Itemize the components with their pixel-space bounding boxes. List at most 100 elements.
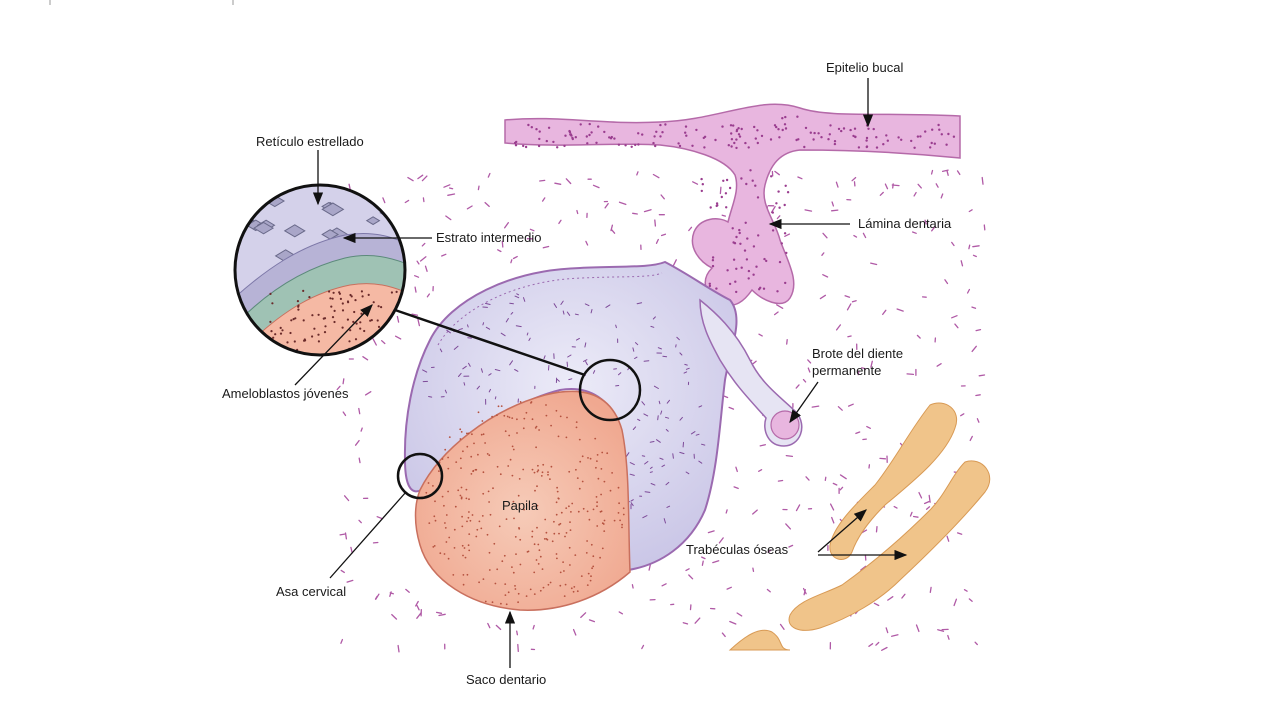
papilla-cell-dot [541, 568, 544, 570]
mesenchyme-dash [968, 244, 971, 250]
epithelium-dot [728, 186, 732, 190]
epithelium-dot [653, 135, 656, 138]
mesenchyme-dash [342, 378, 345, 385]
papilla-cell-dot [559, 415, 562, 418]
epithelium-dot [514, 144, 518, 147]
papilla-cell-dot [498, 525, 501, 528]
stellate-reticulum-mark [439, 348, 443, 353]
inset-cell-dot [296, 300, 299, 303]
label-saco-dentario: Saco dentario [466, 672, 546, 687]
papilla-cell-dot [576, 477, 579, 479]
papilla-cell-dot [506, 415, 509, 418]
papilla-cell-dot [536, 485, 538, 488]
epithelium-dot [664, 123, 667, 126]
mesenchyme-dash [701, 560, 704, 566]
inset-cell-dot [354, 299, 357, 302]
mesenchyme-dash [497, 249, 502, 253]
epithelium-dot [882, 143, 885, 146]
inset-cell-dot [269, 320, 272, 323]
papilla-cell-dot [573, 586, 576, 588]
mesenchyme-dash [924, 219, 927, 225]
epithelium-dot [875, 146, 879, 149]
epithelium-dot [716, 204, 719, 207]
papilla-cell-dot [447, 456, 449, 459]
mesenchyme-dash [785, 523, 792, 530]
epithelium-dot [735, 129, 738, 133]
inset-cell-dot [289, 331, 292, 335]
papilla-cell-dot [460, 486, 463, 489]
papilla-cell-dot [445, 514, 448, 516]
arrow-trabeculas-1 [817, 509, 867, 553]
epithelium-dot [770, 175, 773, 178]
mesenchyme-dash [860, 565, 867, 571]
epithelium-dot [739, 242, 742, 245]
papilla-cell-dot [578, 487, 581, 490]
mesenchyme-dash [382, 197, 386, 204]
mesenchyme-dash [891, 184, 900, 187]
papilla-cell-dot [565, 436, 568, 439]
papilla-cell-dot [591, 567, 593, 570]
mesenchyme-dash [976, 418, 980, 423]
mesenchyme-dash [565, 178, 572, 185]
mesenchyme-dash [421, 242, 426, 247]
papilla-cell-dot [606, 452, 609, 455]
epithelium-dot [886, 139, 889, 142]
papilla-cell-dot [505, 518, 508, 520]
mesenchyme-dash [501, 240, 504, 248]
oral-epithelium [504, 103, 961, 307]
epithelium-dot [913, 146, 916, 149]
epithelium-dot [897, 136, 900, 139]
inset-cell-dot [330, 305, 333, 308]
epithelium-dot [552, 140, 555, 144]
papilla-cell-dot [530, 402, 532, 404]
papilla-cell-dot [545, 414, 548, 417]
papilla-cell-dot [587, 457, 589, 459]
mesenchyme-dash [887, 596, 894, 601]
mesenchyme-dash [416, 605, 420, 611]
mesenchyme-dash [847, 403, 854, 407]
mesenchyme-dash [733, 486, 739, 490]
mesenchyme-dash [776, 215, 781, 220]
epithelium-dot [711, 256, 715, 259]
papilla-cell-dot [545, 538, 548, 540]
epithelium-dot [733, 141, 736, 145]
mesenchyme-dash [835, 181, 839, 188]
mesenchyme-dash [346, 579, 354, 583]
papilla-cell-dot [535, 446, 537, 449]
epithelium-dot [731, 227, 734, 230]
epithelium-dot [538, 137, 541, 141]
papilla-cell-dot [447, 467, 450, 470]
stellate-reticulum-mark [615, 324, 617, 329]
mesenchyme-dash [712, 560, 720, 564]
epithelium-dot [916, 135, 920, 138]
stellate-reticulum-mark [514, 369, 519, 372]
papilla-cell-dot [504, 594, 507, 596]
stellate-cell [283, 224, 306, 238]
papilla-cell-dot [481, 420, 484, 422]
stellate-reticulum-mark [467, 324, 469, 328]
papilla-cell-dot [503, 554, 506, 557]
papilla-cell-dot [603, 519, 606, 522]
mesenchyme-dash [784, 233, 791, 237]
papilla-cell-dot [434, 500, 436, 503]
stellate-reticulum-mark [510, 312, 514, 315]
papilla-cell-dot [557, 497, 560, 500]
mesenchyme-dash [660, 194, 665, 200]
mesenchyme-dash [804, 209, 813, 212]
mesenchyme-dash [844, 295, 851, 298]
papilla-cell-dot [536, 526, 538, 529]
zoom-circle-ameloblast [578, 358, 642, 422]
papilla-cell-dot [540, 475, 543, 477]
papilla-cell-dot [512, 571, 515, 574]
papilla-cell-dot [542, 586, 545, 589]
mesenchyme-dash [861, 367, 867, 370]
stellate-reticulum-mark [679, 451, 685, 455]
epithelium-dot [778, 206, 781, 209]
inset-cell-dot [370, 319, 373, 322]
papilla-cell-dot [447, 557, 450, 560]
papilla-cell-dot [581, 455, 584, 458]
epithelium-dot [754, 137, 757, 140]
epithelium-dot [781, 128, 784, 132]
stellate-reticulum-mark [556, 378, 560, 382]
stellate-reticulum-mark [485, 302, 491, 305]
